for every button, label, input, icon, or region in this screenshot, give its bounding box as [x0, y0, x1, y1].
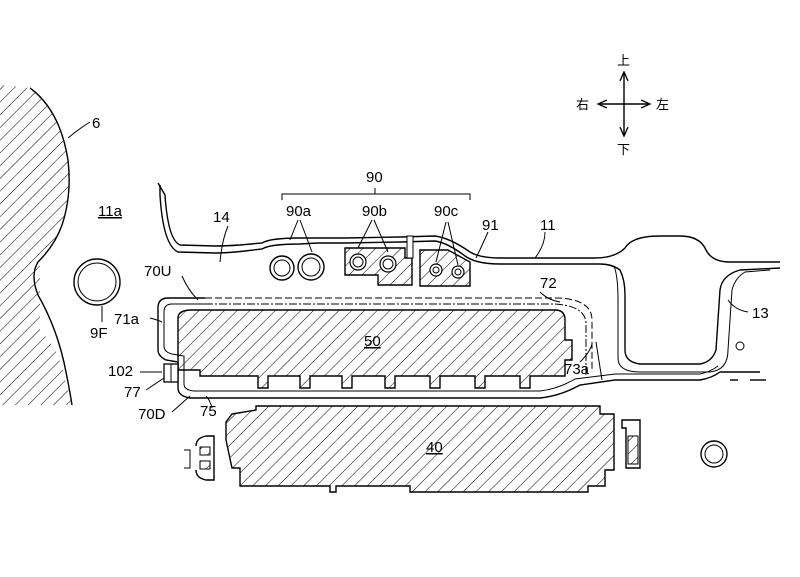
dash-segments	[730, 341, 766, 381]
label-90b: 90b	[362, 203, 387, 220]
label-71a: 71a	[114, 311, 140, 328]
label-102: 102	[108, 363, 133, 380]
floor-panel-11	[157, 182, 781, 373]
label-11: 11	[540, 217, 556, 234]
label-14: 14	[213, 209, 230, 226]
pipes-90a	[269, 253, 325, 281]
label-75: 75	[200, 403, 217, 420]
pipe-9f	[73, 258, 121, 306]
label-73a: 73a	[564, 361, 590, 378]
label-40: 40	[426, 439, 443, 456]
module-50	[177, 309, 573, 389]
case-70	[157, 297, 760, 399]
pipes-90c	[419, 249, 471, 287]
compass-up-label: 上	[617, 54, 630, 69]
battery-40	[225, 405, 615, 493]
reference-labels: 6 11a 9F 70U 71a 102 77 70D 75 14 90 90a…	[90, 115, 769, 456]
pipe-right	[700, 440, 728, 468]
pipes-90b	[344, 235, 414, 286]
label-13: 13	[752, 305, 769, 322]
connector-102	[163, 363, 179, 383]
bracket-40-right	[621, 419, 641, 469]
label-70d: 70D	[138, 406, 166, 423]
direction-compass: 上 下 右 左	[576, 54, 669, 158]
label-91: 91	[482, 217, 499, 234]
compass-right-label: 右	[576, 98, 589, 113]
label-9f: 9F	[90, 325, 108, 342]
compass-down-label: 下	[617, 143, 630, 158]
component-6	[0, 85, 73, 406]
bracket-90	[281, 188, 471, 200]
compass-left-label: 左	[656, 98, 669, 113]
label-90c: 90c	[434, 203, 459, 220]
label-90: 90	[366, 169, 383, 186]
label-6: 6	[92, 115, 100, 132]
leader-lines	[67, 121, 749, 413]
label-70u: 70U	[144, 263, 172, 280]
label-72: 72	[540, 275, 557, 292]
label-11a: 11a	[98, 203, 123, 220]
clip-40-left	[184, 435, 215, 481]
label-50: 50	[364, 333, 381, 350]
label-77: 77	[124, 384, 141, 401]
label-90a: 90a	[286, 203, 312, 220]
